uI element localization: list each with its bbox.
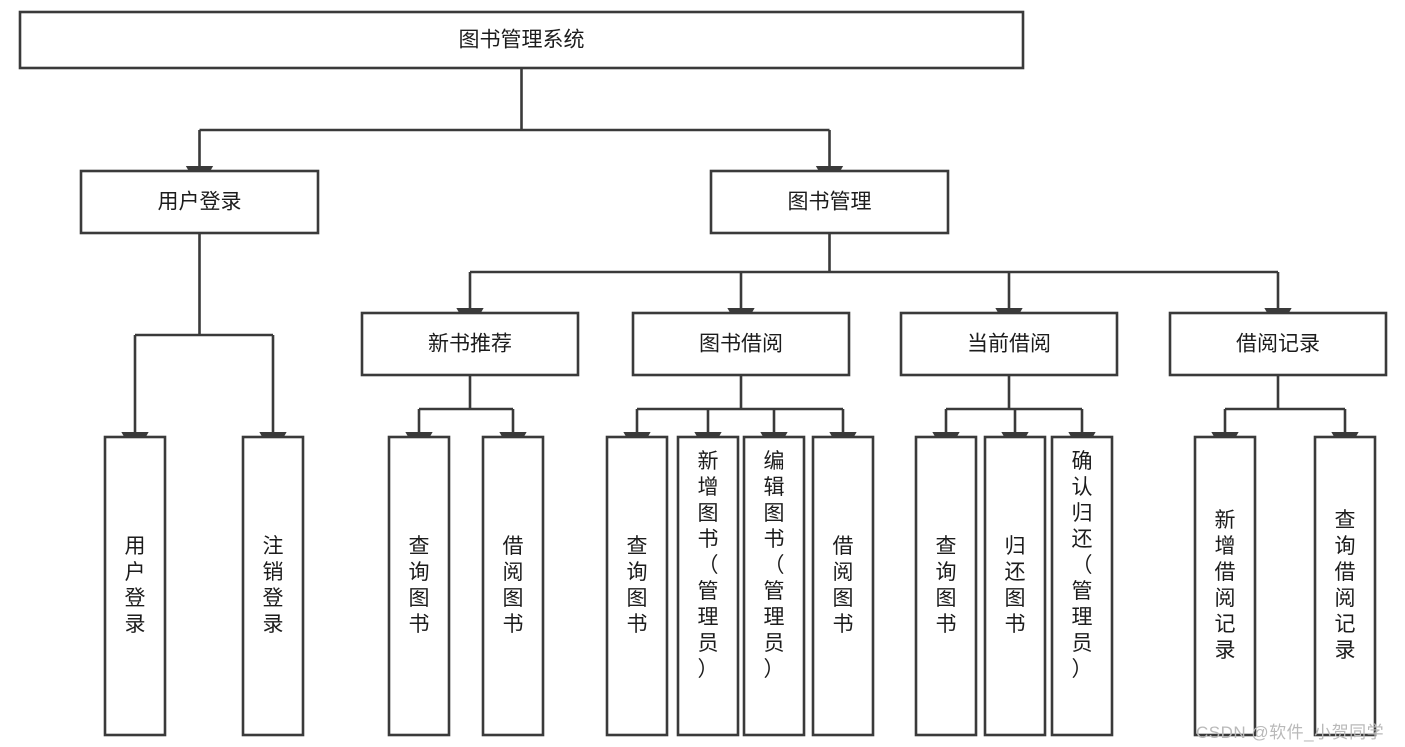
edge-layer <box>121 68 1359 456</box>
node-label: 新增图书（管理员） <box>698 450 719 681</box>
node-leaf-7: 借阅图书 <box>811 435 875 737</box>
node-label: 查询图书 <box>936 535 957 636</box>
node-label: 借阅图书 <box>833 535 854 636</box>
node-l3-1: 图书借阅 <box>631 311 851 377</box>
node-l2-1: 图书管理 <box>709 169 950 235</box>
node-label: 查询借阅记录 <box>1335 509 1356 662</box>
node-box <box>360 311 580 377</box>
node-leaf-0: 用户登录 <box>103 435 167 737</box>
node-box <box>914 435 978 737</box>
node-leaf-2: 查询图书 <box>387 435 451 737</box>
node-box <box>742 435 806 737</box>
node-box <box>387 435 451 737</box>
node-label: 借阅图书 <box>503 535 524 636</box>
node-box <box>811 435 875 737</box>
node-label: 图书借阅 <box>699 333 783 356</box>
node-label: 查询图书 <box>627 535 648 636</box>
node-root-0: 图书管理系统 <box>18 10 1025 70</box>
node-label: 新书推荐 <box>428 333 512 356</box>
node-leaf-9: 归还图书 <box>983 435 1047 737</box>
node-box <box>18 10 1025 70</box>
node-leaf-4: 查询图书 <box>605 435 669 737</box>
node-layer: 图书管理系统用户登录图书管理新书推荐图书借阅当前借阅借阅记录用户登录注销登录查询… <box>18 10 1388 737</box>
node-leaf-10: 确认归还（管理员） <box>1050 435 1114 737</box>
node-l3-2: 当前借阅 <box>899 311 1119 377</box>
node-box <box>1050 435 1114 737</box>
node-box <box>605 435 669 737</box>
node-box <box>103 435 167 737</box>
node-label: 用户登录 <box>125 535 146 636</box>
node-box <box>709 169 950 235</box>
node-box <box>676 435 740 737</box>
node-label: 图书管理 <box>788 191 872 214</box>
node-box <box>481 435 545 737</box>
node-leaf-11: 新增借阅记录 <box>1193 435 1257 737</box>
node-label: 确认归还（管理员） <box>1072 450 1093 681</box>
node-label: 用户登录 <box>158 191 242 214</box>
node-label: 注销登录 <box>263 535 284 636</box>
node-box <box>1168 311 1388 377</box>
node-label: 编辑图书（管理员） <box>764 450 785 681</box>
node-leaf-1: 注销登录 <box>241 435 305 737</box>
node-label: 图书管理系统 <box>459 29 585 52</box>
node-leaf-5: 新增图书（管理员） <box>676 435 740 737</box>
node-label: 归还图书 <box>1005 535 1026 636</box>
node-box <box>241 435 305 737</box>
node-leaf-3: 借阅图书 <box>481 435 545 737</box>
node-box <box>79 169 320 235</box>
node-leaf-6: 编辑图书（管理员） <box>742 435 806 737</box>
node-label: 查询图书 <box>409 535 430 636</box>
node-box <box>631 311 851 377</box>
node-box <box>983 435 1047 737</box>
node-leaf-12: 查询借阅记录 <box>1313 435 1377 737</box>
node-box <box>1193 435 1257 737</box>
node-label: 新增借阅记录 <box>1215 509 1236 662</box>
node-label: 当前借阅 <box>967 333 1051 356</box>
node-box <box>1313 435 1377 737</box>
node-l2-0: 用户登录 <box>79 169 320 235</box>
node-label: 借阅记录 <box>1236 333 1320 356</box>
node-box <box>899 311 1119 377</box>
node-l3-0: 新书推荐 <box>360 311 580 377</box>
node-l3-3: 借阅记录 <box>1168 311 1388 377</box>
node-leaf-8: 查询图书 <box>914 435 978 737</box>
